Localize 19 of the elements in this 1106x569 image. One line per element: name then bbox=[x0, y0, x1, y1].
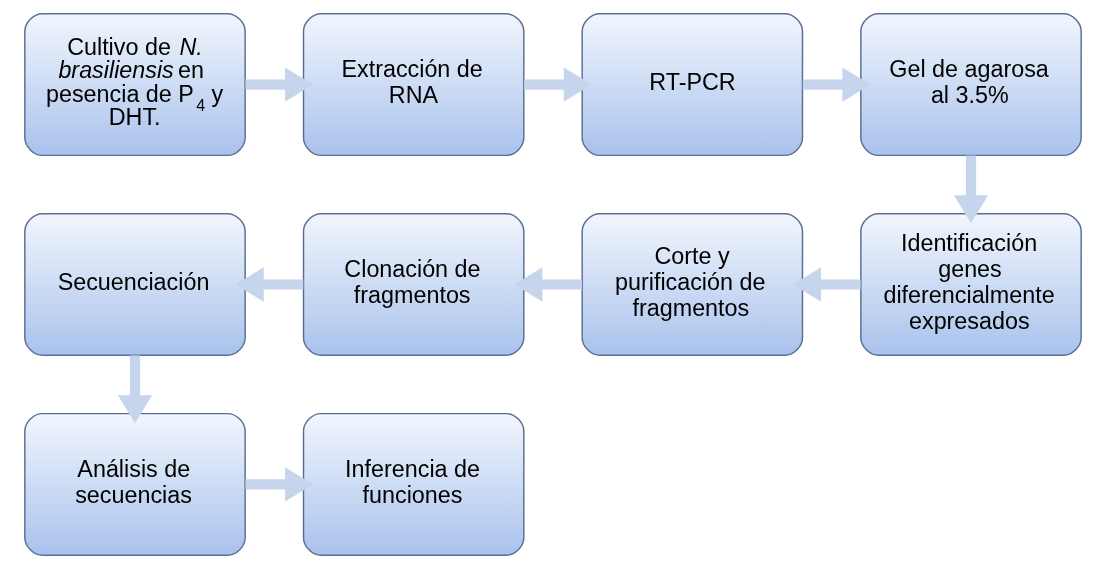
arrow bbox=[953, 155, 989, 224]
node-box: Corte y purificación de fragmentos bbox=[581, 213, 804, 356]
arrow bbox=[793, 267, 861, 302]
node-box: Identificación genes diferencialmente expresados bbox=[860, 213, 1082, 356]
arrow bbox=[245, 67, 314, 102]
node-box: Análisis de secuencias bbox=[24, 412, 246, 556]
node-box: Extracción de RNA bbox=[302, 13, 525, 157]
arrow bbox=[514, 267, 582, 302]
node-box: Secuenciación bbox=[24, 213, 246, 356]
arrow bbox=[245, 467, 314, 502]
node-box: RT-PCR bbox=[581, 13, 804, 157]
arrow bbox=[524, 67, 592, 102]
node-box: Gel de agarosa al 3.5% bbox=[860, 13, 1082, 157]
arrow bbox=[117, 355, 153, 424]
arrow bbox=[802, 67, 871, 102]
node-box: Inferencia de funciones bbox=[302, 412, 525, 556]
arrow bbox=[235, 267, 304, 302]
node-box: Clonación de fragmentos bbox=[302, 213, 525, 356]
node-box: Cultivo de N. brasiliensis en pesencia de P$_{4}$ y DHT. bbox=[24, 13, 246, 157]
